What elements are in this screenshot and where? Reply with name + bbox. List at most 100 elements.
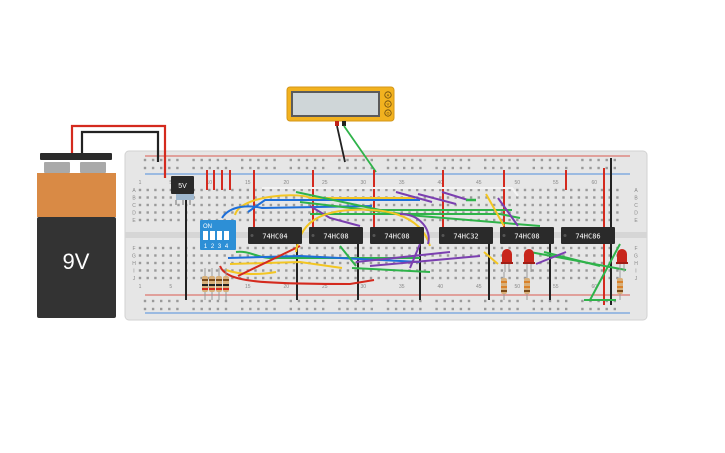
wire-purple[interactable] — [399, 213, 430, 245]
wire-yellow[interactable] — [483, 251, 499, 265]
multimeter-button-volts[interactable] — [384, 100, 392, 108]
column-label: 35 — [399, 284, 405, 290]
resistor[interactable] — [501, 272, 507, 300]
wire-purple[interactable] — [417, 193, 457, 205]
dip-switch-toggle-2[interactable] — [210, 231, 215, 240]
breadboard-hole — [292, 276, 296, 280]
breadboard-hole — [354, 211, 357, 214]
meter-lead-green[interactable] — [343, 125, 377, 173]
wire-purple[interactable] — [441, 191, 469, 201]
led-red[interactable] — [501, 249, 513, 272]
column-label: 10 — [207, 180, 213, 186]
chip-74hc08[interactable]: 74HC08 — [500, 227, 554, 244]
breadboard-hole — [585, 246, 588, 250]
dip-switch-toggle-4[interactable] — [224, 231, 229, 240]
resistor[interactable] — [223, 268, 229, 300]
wire-yellow[interactable] — [234, 194, 415, 216]
wire-yellow[interactable] — [485, 193, 505, 227]
breadboard-hole — [411, 166, 414, 170]
wire-white[interactable] — [262, 187, 519, 197]
wire-red[interactable] — [219, 265, 375, 286]
wire-purple[interactable] — [497, 197, 519, 227]
breadboard-hole — [273, 166, 276, 170]
breadboard-hole — [331, 261, 334, 265]
dip-switch[interactable]: ON 1 2 3 4 — [200, 220, 236, 250]
breadboard-hole — [469, 276, 473, 280]
chip-74hc86[interactable]: 74HC86 — [561, 227, 615, 244]
breadboard-hole — [249, 166, 252, 170]
resistor[interactable] — [524, 272, 530, 300]
breadboard-hole — [362, 246, 365, 250]
wire-purple[interactable] — [309, 205, 361, 227]
voltage-regulator[interactable]: 5V — [171, 176, 194, 205]
breadboard-hole — [469, 269, 473, 272]
chip-74hc32[interactable]: 74HC32 — [439, 227, 493, 244]
breadboard-hole — [531, 203, 534, 207]
wire-yellow[interactable] — [225, 269, 277, 276]
breadboard-hole — [516, 218, 519, 222]
breadboard-hole — [241, 299, 244, 303]
breadboard-hole — [492, 158, 495, 162]
multimeter[interactable]: A V Ω — [286, 86, 395, 126]
wire-purple[interactable] — [355, 251, 451, 263]
breadboard-hole — [570, 261, 573, 265]
wire-blue[interactable] — [221, 205, 373, 219]
breadboard-hole — [143, 299, 147, 303]
led-red[interactable] — [523, 249, 535, 272]
breadboard-hole — [161, 203, 165, 207]
column-label: 45 — [476, 180, 482, 186]
wire-yellow[interactable] — [295, 208, 431, 253]
resistor[interactable] — [216, 268, 222, 300]
row-label: D — [132, 211, 136, 217]
wire-green[interactable] — [299, 201, 541, 227]
breadboard-hole — [354, 246, 357, 250]
wire-purple[interactable] — [409, 243, 421, 269]
wire-yellow[interactable] — [229, 260, 343, 269]
breadboard-hole — [577, 203, 581, 207]
wire-green[interactable] — [235, 250, 420, 260]
resistor[interactable] — [202, 268, 208, 300]
wire-green[interactable] — [339, 245, 357, 267]
breadboard-hole — [435, 166, 438, 170]
meter-lead-black[interactable] — [336, 125, 346, 163]
resistor[interactable] — [209, 268, 215, 300]
breadboard-hole — [485, 203, 488, 207]
breadboard-hole — [454, 246, 457, 250]
breadboard-column-labels: 1510152025303540455055601510152025303540… — [139, 180, 598, 290]
breadboard-hole — [416, 203, 419, 207]
wire-purple[interactable] — [535, 251, 567, 265]
breadboard-hole — [570, 211, 573, 214]
breadboard-hole — [297, 158, 301, 162]
wire-purple[interactable] — [369, 255, 481, 267]
chip-label: 74HC04 — [262, 233, 287, 241]
breadboard-hole — [192, 261, 196, 265]
wire-green[interactable] — [543, 251, 601, 267]
battery[interactable]: 9V — [37, 153, 116, 318]
chip-74hc04[interactable]: 74HC04 — [248, 227, 302, 244]
breadboard-hole — [600, 218, 604, 222]
wire-green[interactable] — [310, 213, 521, 219]
battery-wire-black[interactable] — [80, 130, 160, 162]
wire-red[interactable] — [237, 245, 301, 277]
breadboard-hole — [477, 261, 480, 265]
breadboard-hole — [469, 196, 473, 199]
breadboard-hole — [467, 166, 471, 170]
chip-74hc08[interactable]: 74HC08 — [309, 227, 363, 244]
wire-purple[interactable] — [395, 191, 433, 203]
multimeter-button-amps[interactable] — [384, 91, 392, 99]
breadboard-hole — [593, 196, 596, 199]
breadboard-hole — [523, 196, 527, 199]
dip-switch-toggle-3[interactable] — [217, 231, 222, 240]
led-red[interactable] — [616, 249, 628, 272]
row-label: I — [635, 269, 636, 275]
chip-74hc08[interactable]: 74HC08 — [370, 227, 424, 244]
breadboard-hole — [154, 261, 157, 265]
resistor[interactable] — [617, 272, 623, 300]
battery-wire-red[interactable] — [70, 124, 167, 178]
wire-green[interactable] — [351, 267, 431, 273]
dip-switch-toggle-1[interactable] — [203, 231, 208, 240]
wire-blue[interactable] — [247, 199, 420, 213]
multimeter-button-ohms[interactable] — [384, 109, 392, 117]
wire-green[interactable] — [589, 243, 621, 301]
breadboard-hole — [608, 218, 611, 222]
